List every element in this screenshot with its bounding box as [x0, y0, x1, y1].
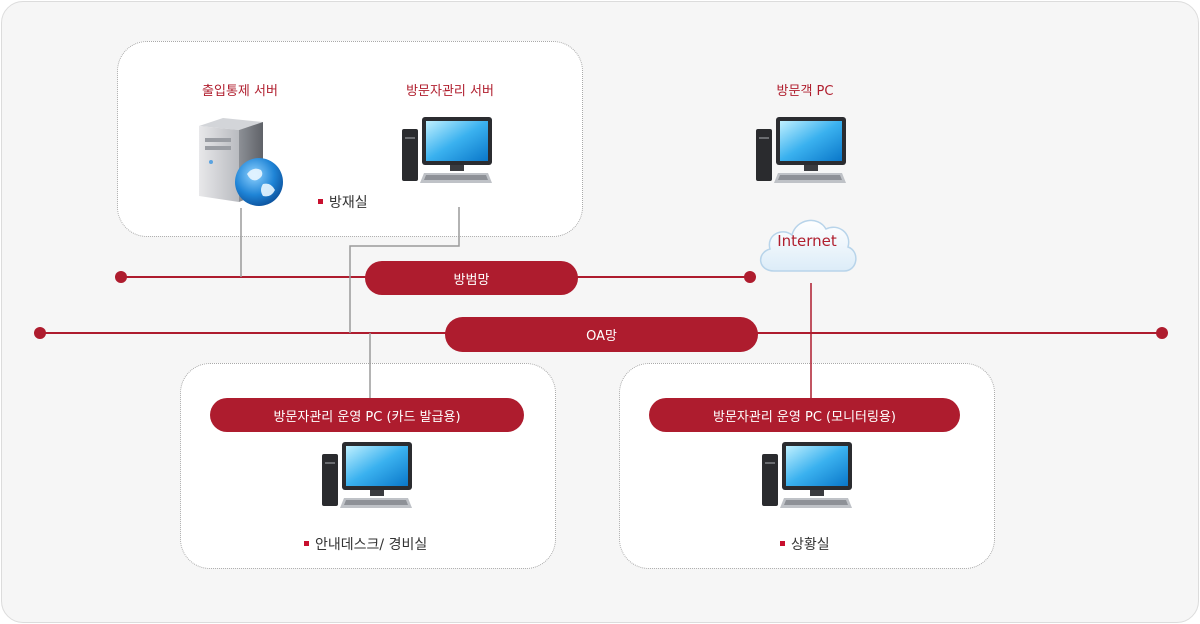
control-room-text: 상황실 [791, 537, 830, 553]
oa-network-left-node [34, 327, 46, 339]
bullet-icon [780, 540, 785, 546]
visitor-server-connector [349, 207, 460, 333]
desktop-computer-icon [322, 442, 412, 508]
info-desk-text: 안내데스크/ 경비실 [315, 537, 428, 553]
security-room-text: 방재실 [329, 195, 368, 211]
security-network-left-node [115, 271, 127, 283]
server-zone [117, 41, 583, 237]
internet-label: Internet [777, 232, 837, 250]
web-server-globe-icon [199, 118, 283, 206]
security-network-right-node [744, 271, 756, 283]
control-room-label: 상황실 [780, 534, 830, 554]
security-room-label: 방재실 [318, 192, 368, 212]
access-server-label: 출입통제 서버 [202, 84, 278, 99]
cloud-icon [760, 219, 857, 272]
card-pc-pill: 방문자관리 운영 PC (카드 발급용) [210, 398, 524, 432]
security-network-pill: 방범망 [365, 261, 578, 295]
desktop-computer-icon [762, 442, 852, 508]
bullet-icon [304, 540, 309, 546]
desktop-computer-icon [402, 117, 492, 183]
desktop-computer-icon [756, 117, 846, 183]
bullet-icon [318, 198, 323, 204]
visitor-pc-label: 방문객 PC [776, 84, 834, 99]
info-desk-label: 안내데스크/ 경비실 [304, 534, 427, 554]
oa-network-right-node [1156, 327, 1168, 339]
visitor-server-label: 방문자관리 서버 [406, 84, 494, 99]
oa-network-pill: OA망 [445, 317, 758, 352]
monitor-pc-pill: 방문자관리 운영 PC (모니터링용) [649, 398, 960, 432]
